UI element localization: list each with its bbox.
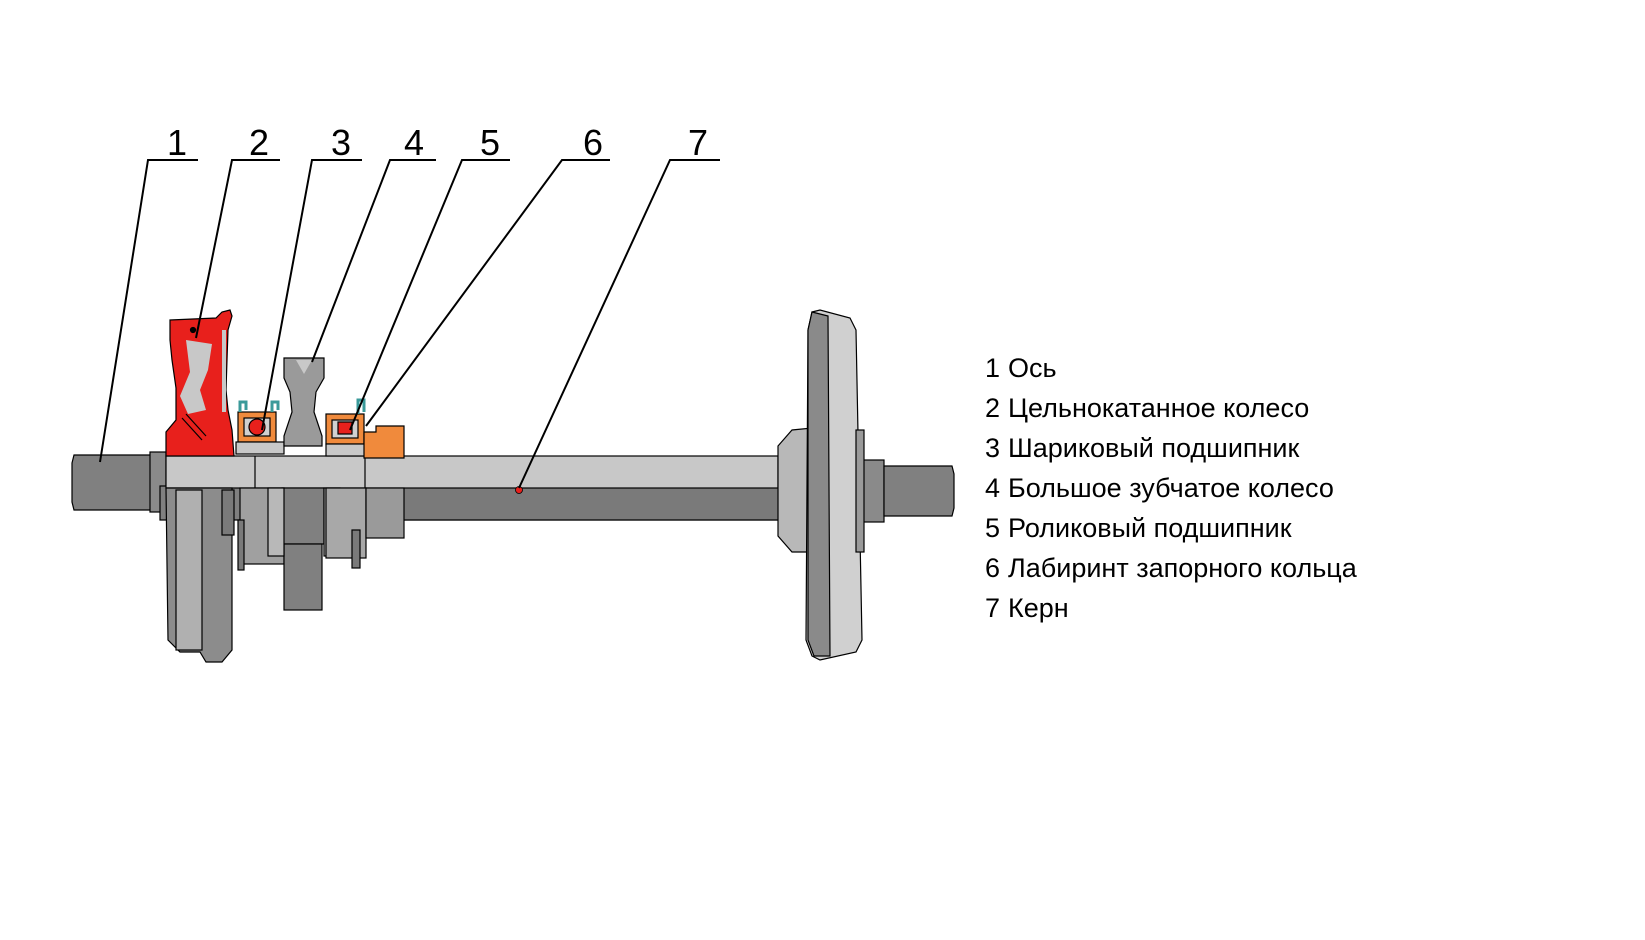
legend-number: 7 (985, 593, 1001, 623)
legend-label: Лабиринт запорного кольца (1008, 553, 1357, 583)
callout-1: 1 (167, 122, 187, 163)
callout-5: 5 (480, 122, 500, 163)
labyrinth-seal (363, 425, 405, 539)
left-wheel (165, 309, 235, 663)
legend-label: Роликовый подшипник (1008, 513, 1292, 543)
axle-body-lower-narrow (399, 485, 781, 521)
legend-number: 1 (985, 353, 1001, 383)
callout-2: 2 (249, 122, 269, 163)
roller-bearing-roller (337, 421, 353, 435)
right-wheel (777, 309, 865, 661)
legend-number: 3 (985, 433, 1001, 463)
leader-line-3 (261, 159, 362, 431)
leader-line-6 (365, 159, 610, 427)
labyrinth-seal-section (363, 425, 405, 459)
legend-number: 5 (985, 513, 1001, 543)
leader-line-1 (99, 159, 198, 463)
callout-6: 6 (583, 122, 603, 163)
legend-label: Цельнокатанное колесо (1008, 393, 1310, 423)
legend-label: Керн (1008, 593, 1069, 623)
gear-wheel-lower (283, 543, 323, 611)
leader-line-2 (195, 159, 280, 339)
leader-lines (99, 159, 720, 489)
legend-label: Ось (1008, 353, 1057, 383)
gear-wheel (267, 357, 341, 611)
callout-7: 7 (688, 122, 708, 163)
axle-left-journal (71, 454, 161, 511)
leader-line-4 (311, 159, 436, 363)
leader-line-7 (518, 159, 720, 489)
gear-wheel-upper (283, 357, 325, 447)
legend-label: Шариковый подшипник (1008, 433, 1300, 463)
callout-numbers: 1 2 3 4 5 6 7 (167, 122, 708, 163)
callout-4: 4 (404, 122, 424, 163)
axle-section-upper (165, 455, 779, 489)
legend-number: 4 (985, 473, 1001, 503)
legend-label: Большое зубчатое колесо (1008, 473, 1334, 503)
axle-right-journal (883, 465, 955, 517)
gear-hub (281, 487, 325, 545)
roller-bearing (325, 398, 367, 569)
leader-line-5 (349, 159, 510, 431)
callout-3: 3 (331, 122, 351, 163)
legend-number: 2 (985, 393, 1001, 423)
legend-number: 6 (985, 553, 1001, 583)
ball-bearing-ball (248, 418, 266, 436)
